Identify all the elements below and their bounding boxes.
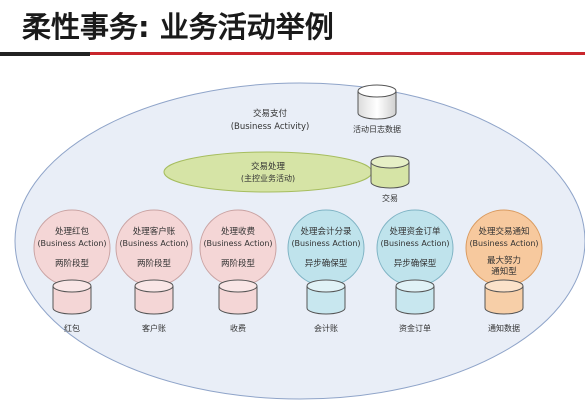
- business-action-circle: [115, 209, 193, 287]
- action-name: 处理交易通知: [478, 226, 529, 237]
- action-db-label: 通知数据: [488, 323, 520, 333]
- title-rule: [0, 52, 585, 56]
- action-name: 处理资金订单: [389, 226, 441, 237]
- action-db: [52, 279, 92, 315]
- action-db-label: 客户账: [142, 323, 166, 333]
- action-name: 处理会计分录: [300, 226, 352, 237]
- action-mode: 异步确保型: [305, 258, 348, 269]
- activity-type: (Business Activity): [231, 122, 310, 132]
- action-type: (Business Action): [380, 239, 449, 248]
- action-mode: 最大努力通知型: [487, 255, 521, 277]
- action-type: (Business Action): [37, 239, 106, 248]
- business-action-circle: [199, 209, 277, 287]
- action-db: [306, 279, 346, 315]
- main-service-ellipse: [163, 151, 373, 193]
- action-mode: 异步确保型: [394, 258, 437, 269]
- main-service-name: 交易处理: [251, 161, 286, 172]
- action-db-label: 红包: [64, 323, 80, 333]
- action-type: (Business Action): [291, 239, 360, 248]
- activity-log-db-label: 活动日志数据: [353, 124, 401, 134]
- title-rule-dark: [0, 52, 90, 56]
- action-db: [218, 279, 258, 315]
- business-action-circle: [287, 209, 365, 287]
- action-mode: 两阶段型: [137, 258, 172, 269]
- activity-log-db: [357, 84, 397, 120]
- action-mode: 两阶段型: [55, 258, 90, 269]
- main-service-db-label: 交易: [382, 193, 398, 203]
- action-db: [484, 279, 524, 315]
- action-name: 处理收费: [221, 226, 256, 237]
- action-db-label: 资金订单: [399, 323, 431, 333]
- action-name: 处理客户账: [133, 226, 176, 237]
- main-service-db: [370, 155, 410, 189]
- action-mode: 两阶段型: [221, 258, 256, 269]
- action-name: 处理红包: [55, 226, 90, 237]
- action-db: [134, 279, 174, 315]
- main-service-type: (主控业务活动): [241, 173, 295, 183]
- action-db: [395, 279, 435, 315]
- title-rule-red: [90, 52, 585, 55]
- activity-name: 交易支付: [253, 108, 288, 119]
- action-type: (Business Action): [119, 239, 188, 248]
- action-type: (Business Action): [469, 239, 538, 248]
- business-action-circle: [376, 209, 454, 287]
- action-db-label: 会计账: [314, 323, 338, 333]
- page-title: 柔性事务: 业务活动举例: [22, 10, 334, 44]
- action-db-label: 收费: [230, 323, 246, 333]
- action-type: (Business Action): [203, 239, 272, 248]
- business-action-circle: [33, 209, 111, 287]
